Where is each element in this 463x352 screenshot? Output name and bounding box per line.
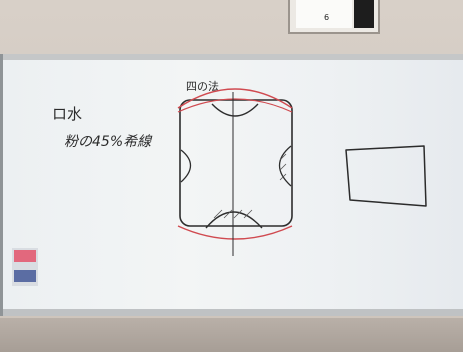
wall-lower-section bbox=[0, 318, 463, 352]
diagram-left-semicircle bbox=[180, 149, 192, 183]
diagram-top-red-arc-inner bbox=[177, 98, 293, 113]
clock-face: 6 bbox=[296, 0, 352, 28]
whiteboard-left-edge bbox=[0, 54, 4, 316]
diagram-top-red-arc bbox=[177, 88, 293, 109]
blue-magnet bbox=[14, 270, 36, 282]
diagram-label: 四の法 bbox=[186, 80, 219, 93]
diagram-bottom-semicircle bbox=[205, 211, 263, 229]
wall-clock: 6 bbox=[288, 0, 380, 34]
clock-number: 6 bbox=[324, 13, 330, 22]
diagram-square bbox=[179, 99, 293, 227]
small-rectangle-sketch bbox=[345, 145, 427, 207]
diagram-right-hatching bbox=[279, 153, 287, 181]
pink-magnet bbox=[14, 250, 36, 262]
whiteboard-text-line-2: 粉の45%希線 bbox=[64, 134, 152, 150]
diagram-bottom-red-arc bbox=[177, 225, 293, 240]
clock-dark-panel bbox=[354, 0, 374, 28]
diagram-bottom-hatching bbox=[213, 209, 253, 219]
diagram-top-semicircle bbox=[211, 103, 259, 117]
whiteboard-text-line-1: ロ水 bbox=[52, 105, 83, 123]
diagram-right-semicircle bbox=[278, 145, 292, 187]
